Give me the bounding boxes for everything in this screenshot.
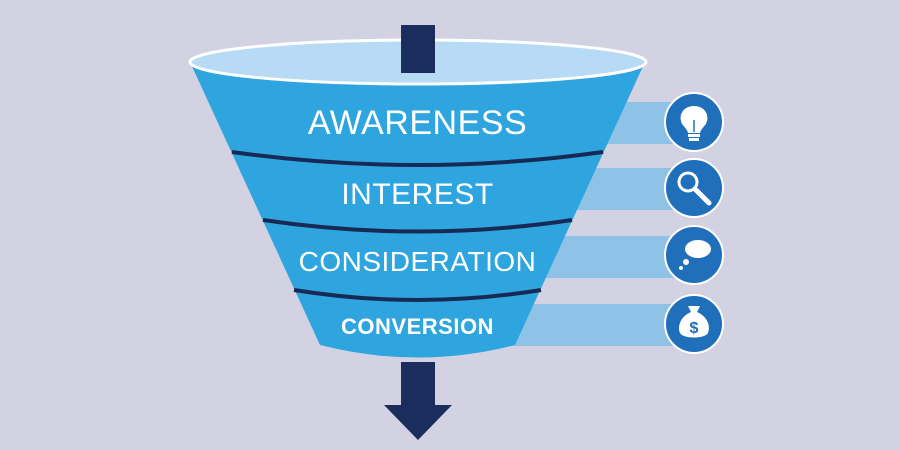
stage-label-consideration: CONSIDERATION — [298, 246, 537, 277]
arrow-down — [384, 362, 452, 440]
magnifier-icon — [664, 158, 724, 218]
speech-bubble-icon — [664, 225, 724, 285]
funnel-divider-2 — [262, 218, 573, 234]
funnel-divider-1 — [231, 150, 604, 167]
dollar-sign: $ — [690, 320, 699, 337]
stage-label-awareness: AWARENESS — [307, 104, 528, 142]
connector-bar-conversion — [505, 304, 690, 346]
lightbulb-icon — [664, 92, 724, 152]
stage-label-conversion: CONVERSION — [341, 314, 494, 339]
money-bag-icon: $ — [664, 294, 724, 354]
funnel-divider-3 — [293, 288, 542, 302]
stage-label-interest: INTEREST — [341, 178, 494, 211]
funnel-body — [190, 62, 645, 358]
arrow-shaft-top — [401, 25, 435, 73]
